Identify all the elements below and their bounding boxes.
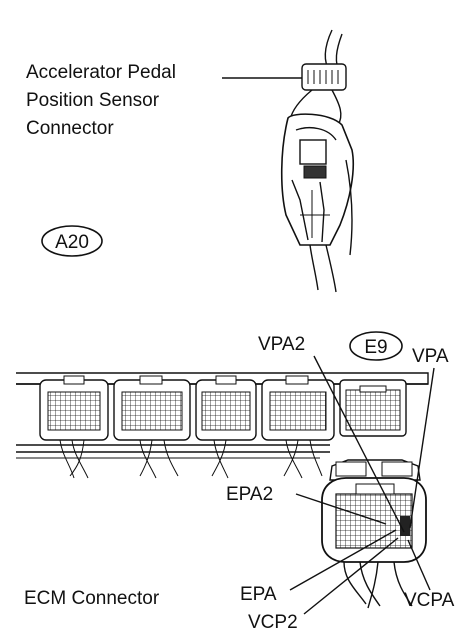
leader-vcpa — [407, 539, 431, 591]
ecm-block-2 — [113, 375, 191, 441]
leader-vpa2 — [313, 355, 405, 533]
sensor-harness-illustration — [280, 29, 355, 293]
sensor-label-line3: Connector — [26, 118, 114, 139]
pin-label-epa: EPA — [240, 584, 277, 605]
pin-label-vpa: VPA — [412, 346, 449, 367]
ecm-block-3 — [195, 375, 257, 441]
connector-id-badge-e9: E9 — [349, 331, 403, 361]
ecm-block-1 — [39, 375, 109, 441]
pin-label-vcp2: VCP2 — [248, 612, 298, 633]
ecm-harness-wires — [59, 439, 323, 479]
badge-a20-text: A20 — [55, 232, 89, 253]
ecm-connector-label: ECM Connector — [24, 588, 160, 609]
pin-label-vcpa: VCPA — [404, 590, 455, 611]
leader-vpa — [409, 367, 435, 529]
ecm-connector-body — [16, 372, 429, 479]
ecm-block-5-e9 — [339, 379, 407, 437]
sensor-label-line1: Accelerator Pedal — [26, 62, 176, 83]
pin-leader-lines — [289, 355, 435, 615]
leader-epa2 — [295, 493, 387, 525]
leader-epa — [289, 529, 397, 591]
ecm-block-4 — [261, 375, 335, 441]
pin-label-vpa2: VPA2 — [258, 334, 305, 355]
pin-label-epa2: EPA2 — [226, 484, 273, 505]
sensor-connector-label: Accelerator Pedal Position Sensor Connec… — [26, 62, 176, 139]
connector-id-badge-a20: A20 — [41, 225, 103, 257]
badge-e9-text: E9 — [364, 337, 387, 358]
sensor-label-line2: Position Sensor — [26, 90, 160, 111]
ecm-e9-plug — [321, 459, 427, 609]
leader-vcp2 — [303, 537, 399, 615]
